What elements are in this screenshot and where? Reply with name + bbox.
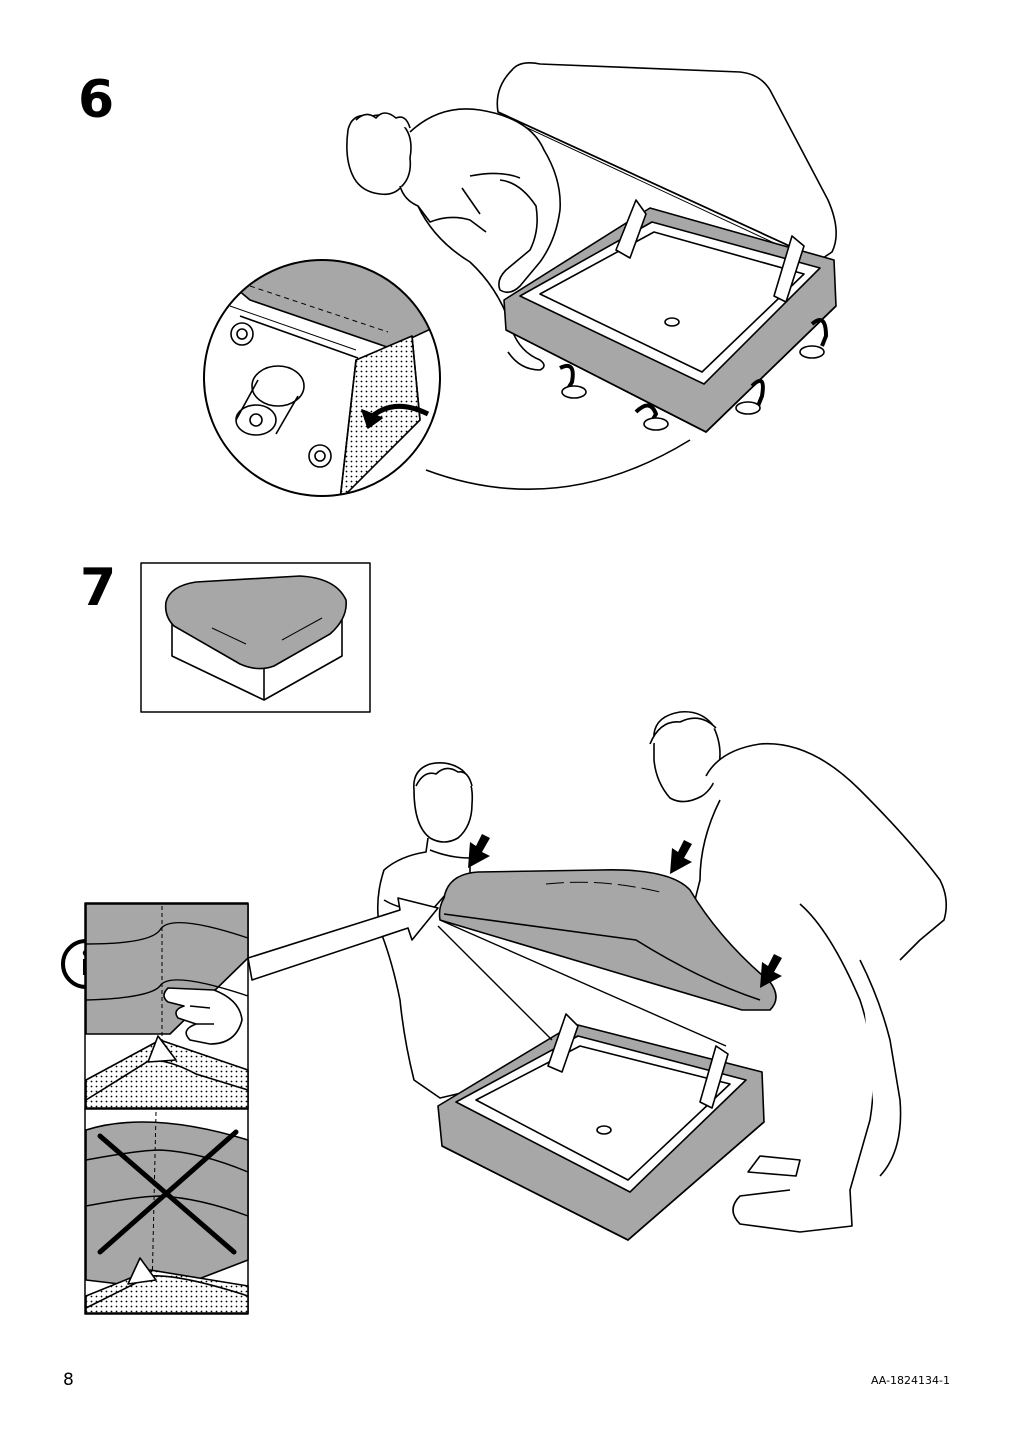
down-arrow-icon — [468, 834, 782, 988]
ottoman-lid-open — [496, 62, 837, 263]
incorrect-corner-detail — [84, 1108, 249, 1315]
ottoman-lid-step-7 — [438, 869, 777, 1011]
page-number: 8 — [63, 1370, 74, 1390]
step-number-6: 6 — [78, 70, 115, 130]
cross-icon — [97, 1129, 239, 1255]
person-right-step-7 — [638, 710, 948, 1233]
leg-detail-circle — [203, 259, 691, 497]
correct-corner-detail — [84, 902, 249, 1110]
finished-ottoman — [164, 575, 347, 701]
step-7-illustration — [61, 562, 948, 1315]
document-code: AA-1824134-1 — [870, 1374, 950, 1387]
step-6-illustration — [203, 62, 837, 497]
ottoman-base-step-7 — [437, 919, 765, 1241]
pointing-hand-icon — [163, 987, 243, 1045]
person-step-6 — [346, 108, 561, 371]
ottoman-base-step-6 — [503, 199, 837, 433]
step-number-7: 7 — [80, 558, 117, 618]
detail-pointer-arrow — [247, 897, 439, 981]
